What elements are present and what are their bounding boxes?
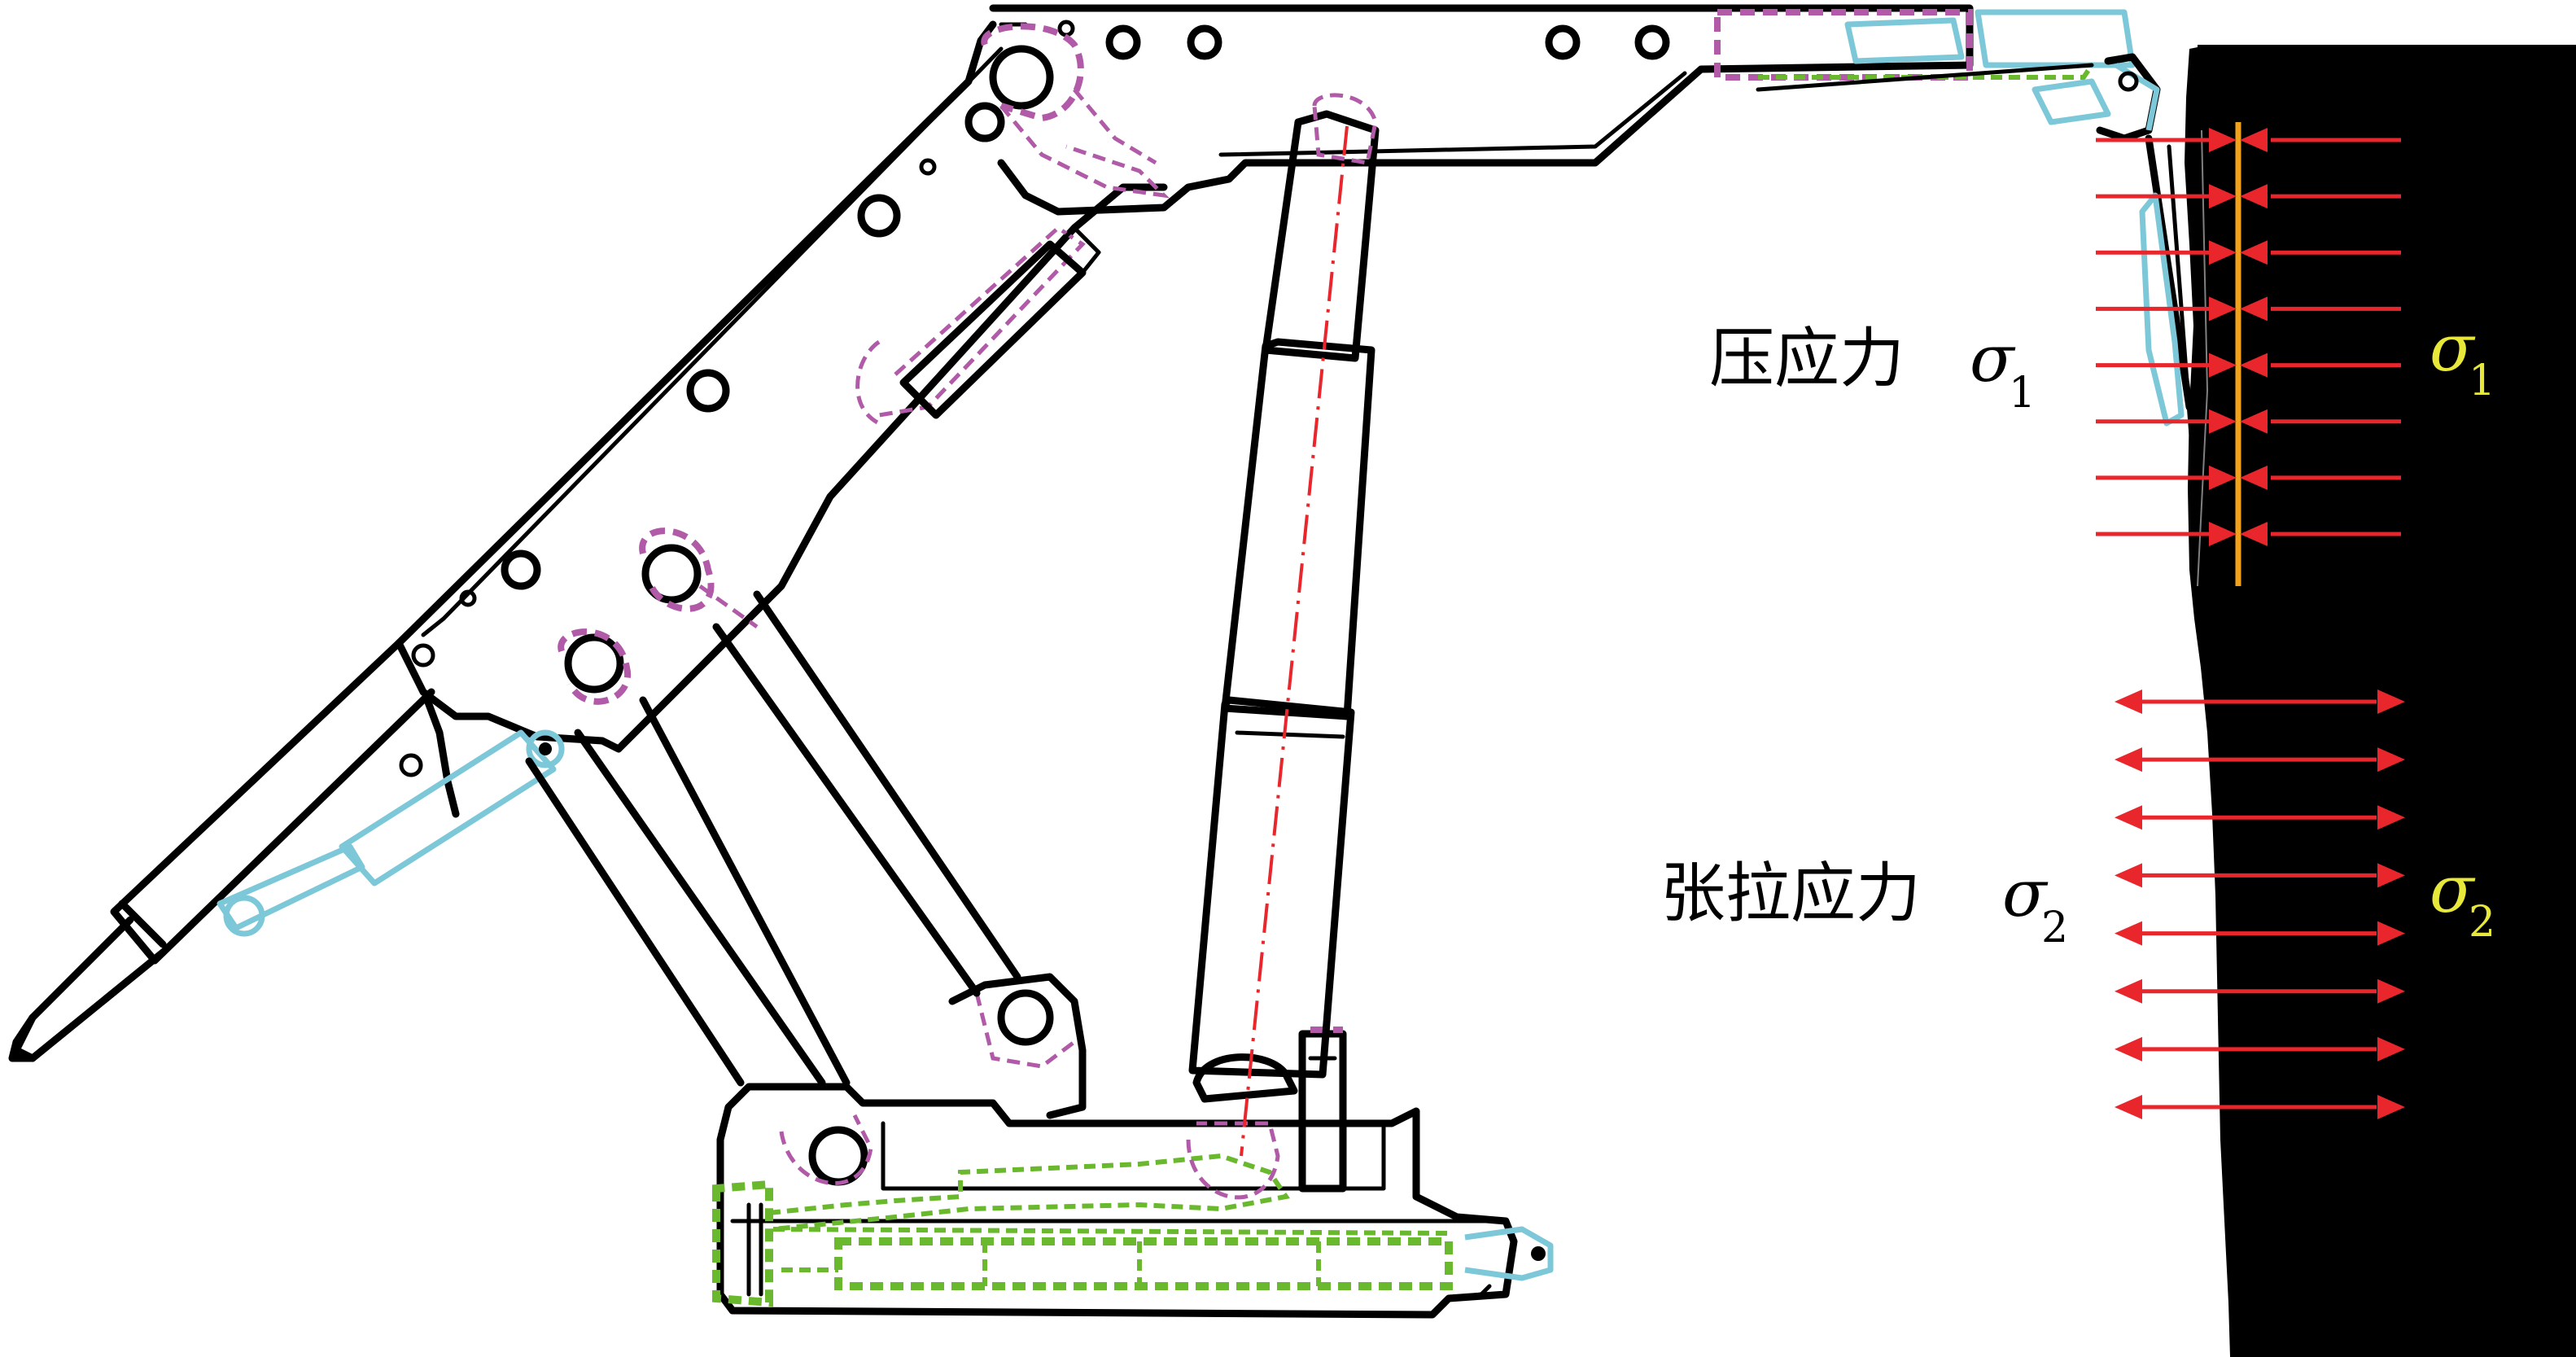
label-compressive-subscript: 1: [2009, 369, 2036, 418]
base-hydraulic-outline: [712, 1153, 1453, 1307]
compressive-arrow-pair: [2096, 465, 2401, 490]
tensile-arrow: [2115, 689, 2405, 714]
boom-dashed-outlines: [558, 23, 1170, 705]
compressive-arrow-pair: [2096, 128, 2401, 152]
front-arm-hammer: [8, 639, 460, 1062]
compressive-arrow-pair: [2096, 352, 2401, 378]
boom-tilt-cylinder: [899, 225, 1101, 419]
lower-pivot-block: [779, 973, 1087, 1186]
label-sigma2: σ 2: [2429, 851, 2495, 947]
label-tensile-symbol: σ: [2002, 856, 2049, 931]
front-hydraulic-cylinder: [216, 729, 565, 937]
compressive-arrow-pair: [2096, 409, 2401, 434]
label-tensile-text: 张拉应力: [1660, 856, 1921, 931]
label-compressive-text: 压应力: [1709, 321, 1905, 396]
compressive-arrow-pair: [2096, 184, 2401, 209]
main-lift-cylinder: [1188, 93, 1380, 1157]
compressive-stress-arrows: [2096, 128, 2401, 546]
tensile-arrow: [2115, 921, 2405, 946]
boom-holes: [459, 20, 1670, 694]
label-tensile-subscript: 2: [2041, 904, 2068, 952]
label-sigma2-subscript: 2: [2469, 898, 2495, 947]
cutter-head: [1714, 9, 2161, 142]
compressive-arrow-pair: [2096, 240, 2401, 265]
label-sigma1-symbol: σ: [2429, 310, 2476, 386]
compressive-arrow-pair: [2096, 522, 2401, 546]
base-rear-cylinder: [1464, 1226, 1554, 1281]
tensile-arrow: [2115, 747, 2405, 773]
label-sigma1-subscript: 1: [2469, 357, 2495, 405]
label-tensile: 张拉应力 σ 2: [1660, 856, 2068, 952]
compressive-arrow-pair: [2096, 296, 2401, 322]
label-compressive: 压应力 σ 1: [1709, 321, 2036, 418]
tensile-arrow: [2115, 805, 2405, 830]
label-compressive-symbol: σ: [1970, 321, 2016, 396]
tensile-arrow: [2115, 1036, 2405, 1062]
support-links: [525, 590, 1021, 1087]
label-sigma1: σ 1: [2429, 310, 2495, 405]
label-sigma2-symbol: σ: [2429, 851, 2476, 927]
tensile-arrow: [2115, 1095, 2405, 1119]
tensile-arrow: [2115, 978, 2405, 1004]
tensile-stress-arrows: [2115, 689, 2405, 1119]
tensile-arrow: [2115, 863, 2405, 888]
